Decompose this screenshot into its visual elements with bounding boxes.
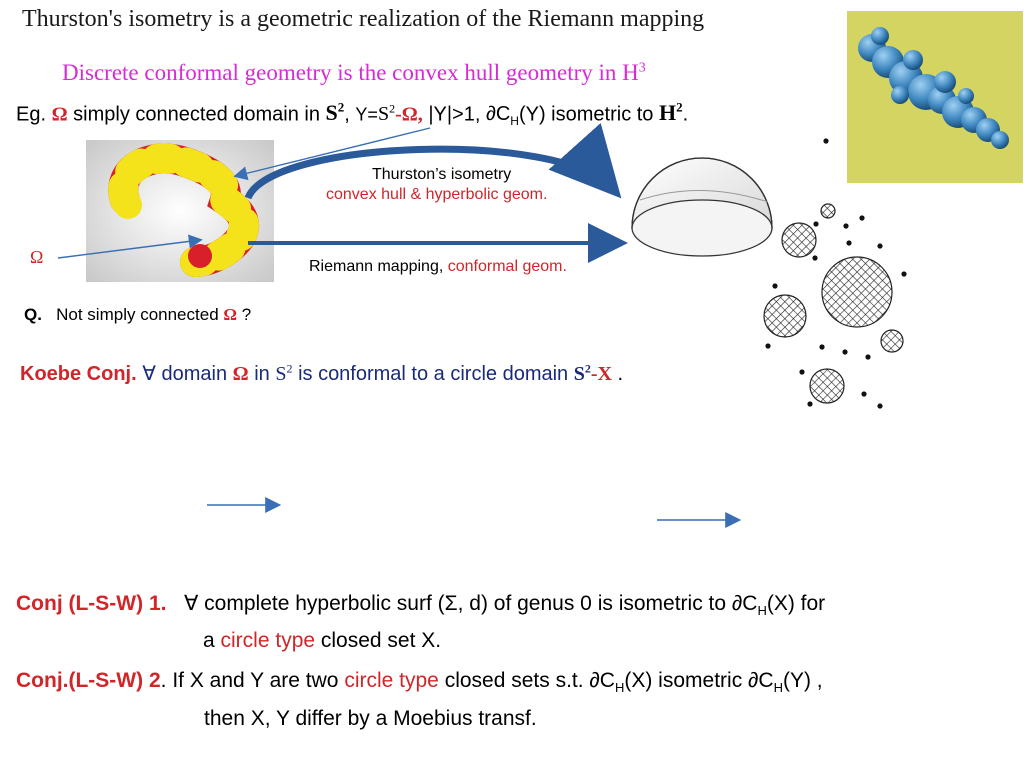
title-sup-3: 3 [638, 60, 646, 76]
title-line-1: Thurston's isometry is a geometric reali… [22, 6, 705, 32]
sphere-chain-image [847, 11, 1023, 183]
thurston-sublabel: convex hull & hyperbolic geom. [326, 186, 548, 203]
question-line: Q. Not simply connected Ω ? [24, 305, 252, 324]
red-yellow-domain-image [86, 140, 274, 282]
omega-label: Ω [30, 247, 44, 267]
s2b-symbol: S2 [377, 101, 396, 126]
thurston-arrow [244, 122, 622, 200]
koebe-label: Koebe Conj. [20, 363, 137, 385]
example-text: simply connected domain in [73, 103, 320, 126]
question-label: Q. [24, 305, 42, 324]
conj1-line1: Conj (L-S-W) 1. ∀ complete hyperbolic su… [16, 592, 826, 619]
koebe-line: Koebe Conj. ∀ domain Ω in S2 is conforma… [20, 361, 624, 385]
example-line: Eg. Ω simply connected domain in S2, Y=S… [16, 100, 689, 129]
hemisphere-dome [631, 157, 773, 257]
h2-symbol: H2 [659, 100, 683, 126]
circle-domain-figure [763, 138, 907, 409]
s2-symbol: S2 [325, 100, 345, 126]
partial-ch: ∂CH [485, 103, 519, 129]
cond: |Y|>1, [428, 103, 481, 126]
conj1-line2: a circle type closed set X. [203, 629, 442, 652]
pointer-arrow-2 [57, 234, 203, 259]
thurston-label: Thurston’s isometry [372, 166, 512, 183]
conj2-label: Conj.(L-S-W) 2 [16, 669, 161, 692]
koebe-s2: S2 [275, 361, 293, 385]
riemann-label: Riemann mapping, conformal geom. [309, 258, 567, 275]
y-eq: Y= [355, 104, 378, 125]
conj2-line2: then X, Y differ by a Moebius transf. [204, 707, 537, 730]
koebe-omega: Ω [232, 363, 249, 385]
eg-label: Eg. [16, 103, 47, 126]
conj2-line1: Conj.(L-S-W) 2. If X and Y are two circl… [16, 669, 823, 696]
title-line-2: Discrete conformal geometry is the conve… [62, 60, 646, 86]
koebe-s2x: S2-X [573, 361, 612, 385]
minus-omega: -Ω, [395, 103, 423, 126]
conj1-label: Conj (L-S-W) 1. [16, 592, 167, 615]
question-omega: Ω [223, 305, 238, 324]
pointer-arrow-1 [233, 127, 431, 181]
question-text: Not simply connected [56, 305, 219, 324]
title-line-2-text: Discrete conformal geometry is the conve… [62, 60, 639, 85]
omega-symbol: Ω [51, 103, 68, 126]
